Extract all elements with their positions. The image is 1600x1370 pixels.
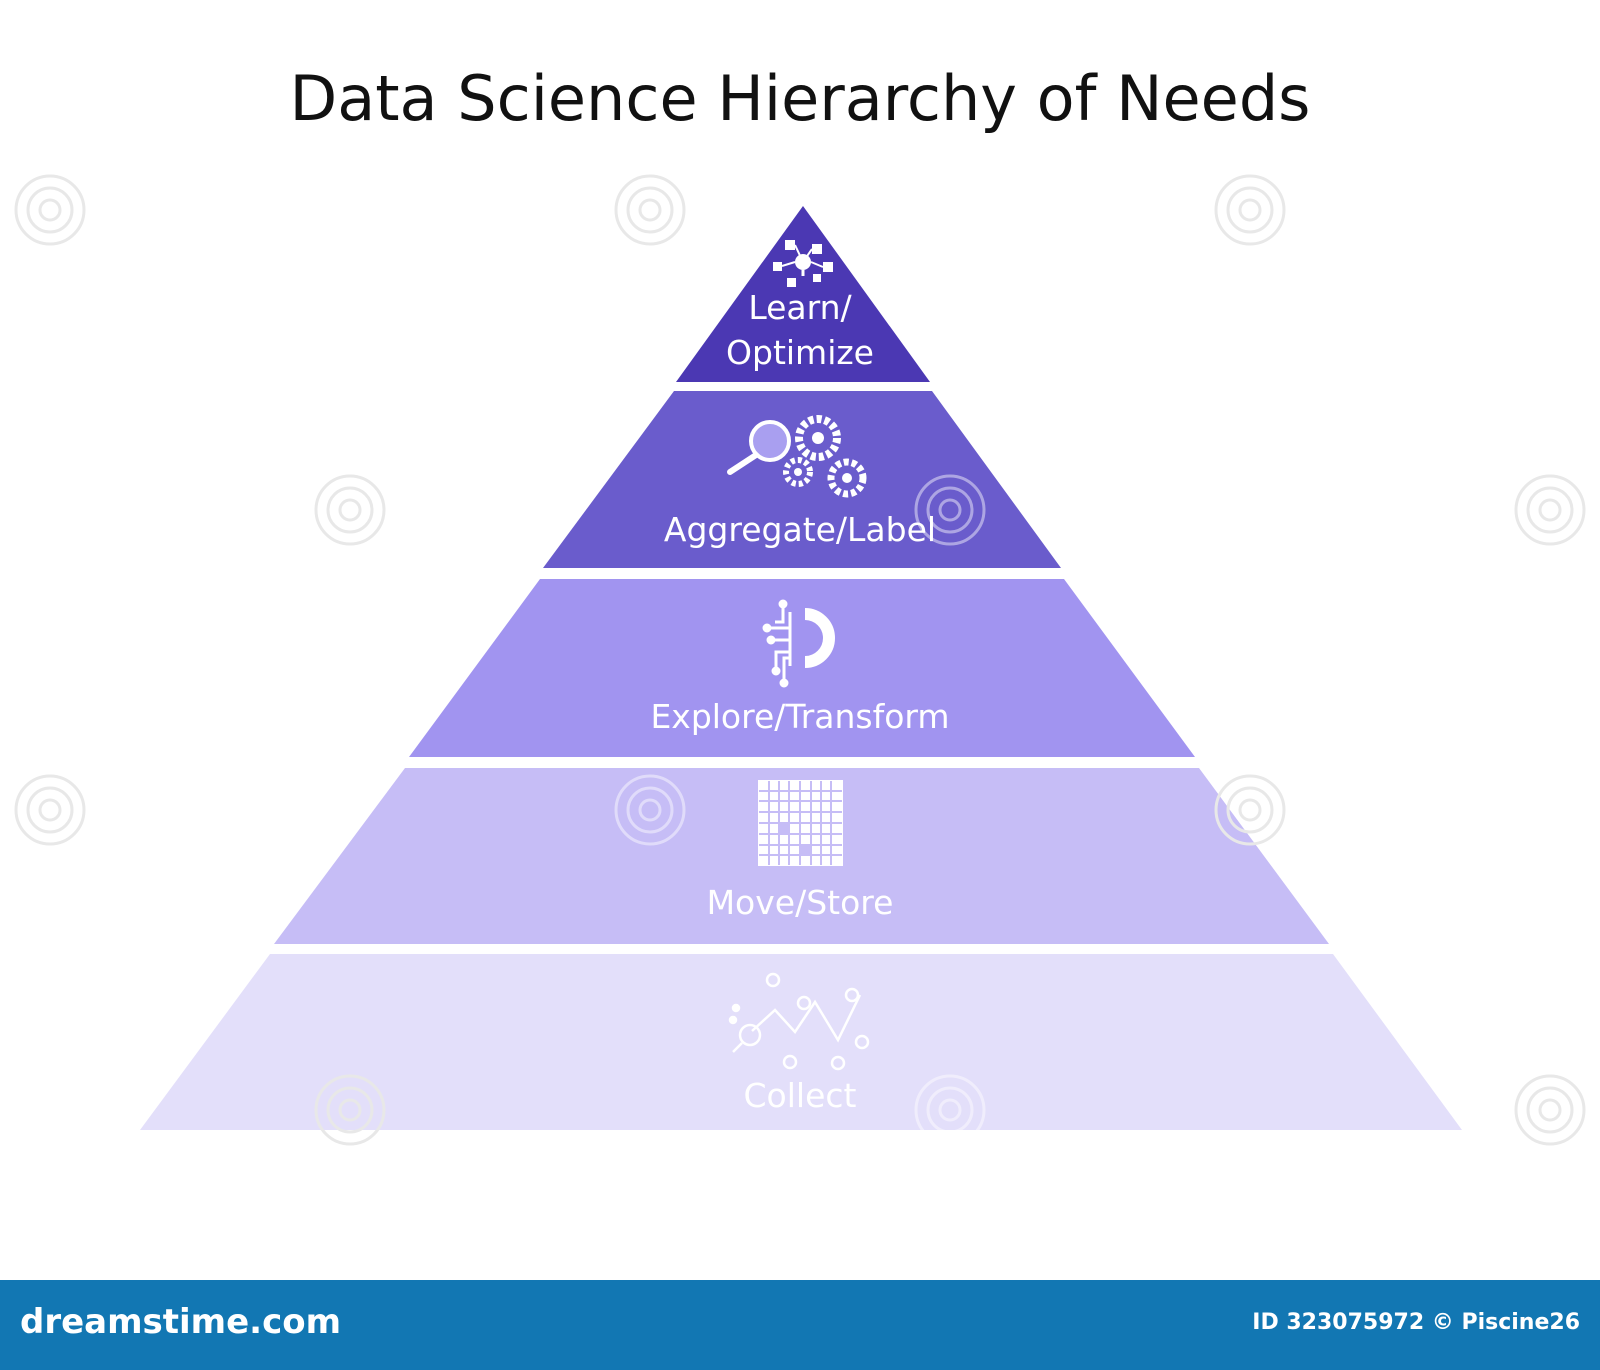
- tier-label-explore-transform: Explore/Transform: [650, 697, 950, 736]
- footer-brand[interactable]: dreamstime.com: [20, 1302, 342, 1342]
- tier-shape-collect: [140, 954, 1462, 1130]
- tier-label-collect: Collect: [743, 1076, 857, 1115]
- page-title: Data Science Hierarchy of Needs: [289, 62, 1311, 135]
- collect-network-icon: [728, 972, 870, 1071]
- tier-shape-learn-optimize: [676, 206, 930, 382]
- watermark-spiral-icon: [14, 174, 1586, 1146]
- tier-label-move-store: Move/Store: [706, 883, 894, 922]
- tier-shape-aggregate-label: [543, 391, 1061, 568]
- magnifier-gears-icon: [727, 415, 867, 498]
- footer-credit: ID 323075972 © Piscine26: [1252, 1310, 1580, 1335]
- footer-bar: dreamstime.com ID 323075972 © Piscine26: [0, 1280, 1600, 1370]
- pyramid-diagram: [14, 174, 1586, 1146]
- tier-label-learn: Learn/: [748, 288, 852, 327]
- data-grid-icon: [758, 780, 843, 866]
- circuit-gear-icon: [762, 599, 835, 688]
- watermark-spiral-on-pyramid-icon: [614, 474, 986, 1146]
- tier-label-aggregate-label: Aggregate/Label: [663, 510, 937, 549]
- tier-shape-explore-transform: [409, 579, 1195, 757]
- network-lightbulb-icon: [773, 240, 833, 287]
- tier-label-optimize: Optimize: [726, 333, 874, 372]
